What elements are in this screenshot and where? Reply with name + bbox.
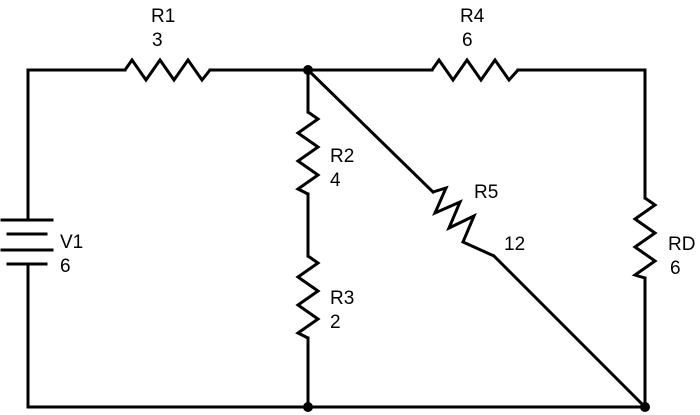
v1-value-label: 6 xyxy=(60,256,71,277)
r1-name-label: R1 xyxy=(151,6,175,27)
r2-value-label: 4 xyxy=(330,170,341,191)
wires xyxy=(26,67,648,410)
resistor-r4 xyxy=(430,57,520,83)
resistor-r2 xyxy=(295,110,321,196)
resistor-rd xyxy=(631,196,658,280)
battery-v1 xyxy=(0,218,54,266)
r5-value-label: 12 xyxy=(504,234,525,255)
r1-value-label: 3 xyxy=(152,30,163,51)
r4-name-label: R4 xyxy=(460,6,485,27)
r4-value-label: 6 xyxy=(462,30,473,51)
wire-bottom xyxy=(26,263,647,409)
resistor-r1 xyxy=(123,57,212,83)
resistor-r3 xyxy=(295,254,321,340)
r3-value-label: 2 xyxy=(330,312,341,333)
wire-r4-to-rd xyxy=(516,68,647,200)
r3-name-label: R3 xyxy=(330,288,354,309)
resistor-r5 xyxy=(432,185,495,258)
r2-name-label: R2 xyxy=(330,146,354,167)
rd-value-label: 6 xyxy=(670,258,681,279)
wire-r5-to-bottom xyxy=(491,253,648,410)
node-bottom-middle xyxy=(303,402,313,412)
r5-name-label: R5 xyxy=(474,182,498,203)
wire-left-top xyxy=(26,68,127,220)
rd-name-label: RD xyxy=(668,234,695,255)
node-bottom-right xyxy=(640,402,650,412)
v1-name-label: V1 xyxy=(60,232,83,253)
node-top-middle xyxy=(303,65,313,75)
wire-node-to-r5 xyxy=(305,67,436,195)
